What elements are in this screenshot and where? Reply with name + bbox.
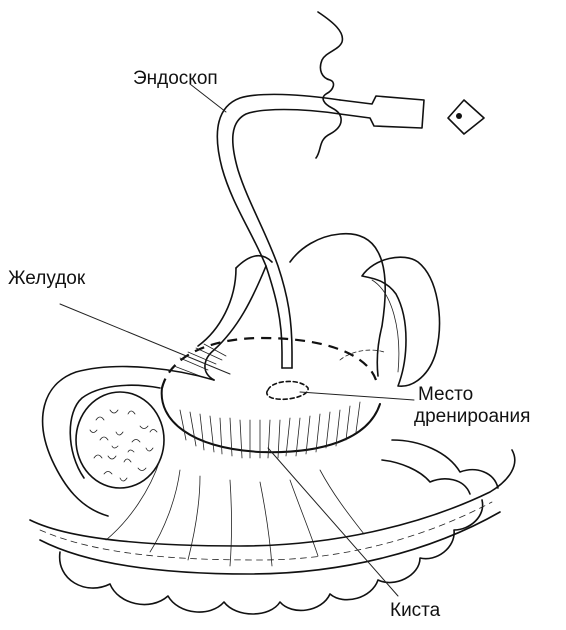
label-drain-site-2: дренироания bbox=[414, 406, 530, 428]
spleen bbox=[362, 257, 439, 386]
eye-pupil bbox=[456, 113, 462, 119]
duodenum-inner bbox=[70, 385, 160, 478]
cyst-outline-dashed bbox=[162, 338, 376, 388]
drainage-leader bbox=[300, 392, 414, 400]
stomach-fold bbox=[198, 268, 236, 346]
drainage-site bbox=[267, 381, 308, 399]
colon-right bbox=[382, 440, 498, 494]
label-endoscope: Эндоскоп bbox=[133, 68, 218, 90]
label-drain-site-1: Место bbox=[418, 384, 473, 406]
endoscope-tube-inner bbox=[233, 110, 340, 369]
label-stomach: Желудок bbox=[8, 268, 85, 290]
eye-icon bbox=[448, 100, 484, 134]
colon-dashed bbox=[40, 502, 492, 560]
cyst-leader bbox=[268, 448, 398, 596]
endoscope-handle bbox=[340, 96, 424, 128]
pancreas-texture bbox=[90, 410, 157, 481]
spleen-inner bbox=[372, 280, 399, 372]
stomach bbox=[205, 234, 385, 380]
endoscope-tube-outer bbox=[217, 94, 340, 368]
pancreas-head bbox=[76, 392, 164, 488]
transverse-colon bbox=[30, 450, 515, 546]
duodenum bbox=[43, 367, 214, 516]
face-profile bbox=[316, 12, 342, 158]
stomach-leader bbox=[60, 304, 230, 374]
label-cyst: Киста bbox=[390, 600, 440, 622]
